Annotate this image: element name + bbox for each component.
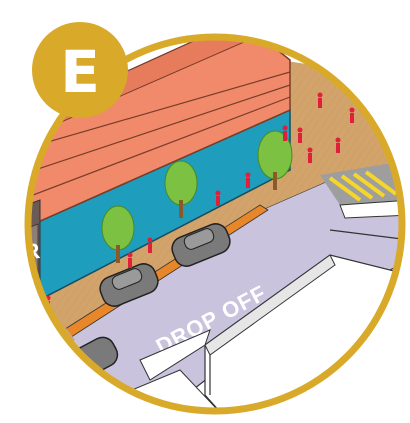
badge-letter: E [60,38,100,106]
crosswalk [320,160,400,205]
car-1 [99,263,159,307]
tree-2 [164,160,198,218]
building-sign: R [22,238,41,265]
tree-3 [257,130,293,190]
circular-frame [24,33,406,415]
tree-1 [101,205,135,263]
section-badge: E [32,22,128,118]
car-2 [171,223,231,267]
